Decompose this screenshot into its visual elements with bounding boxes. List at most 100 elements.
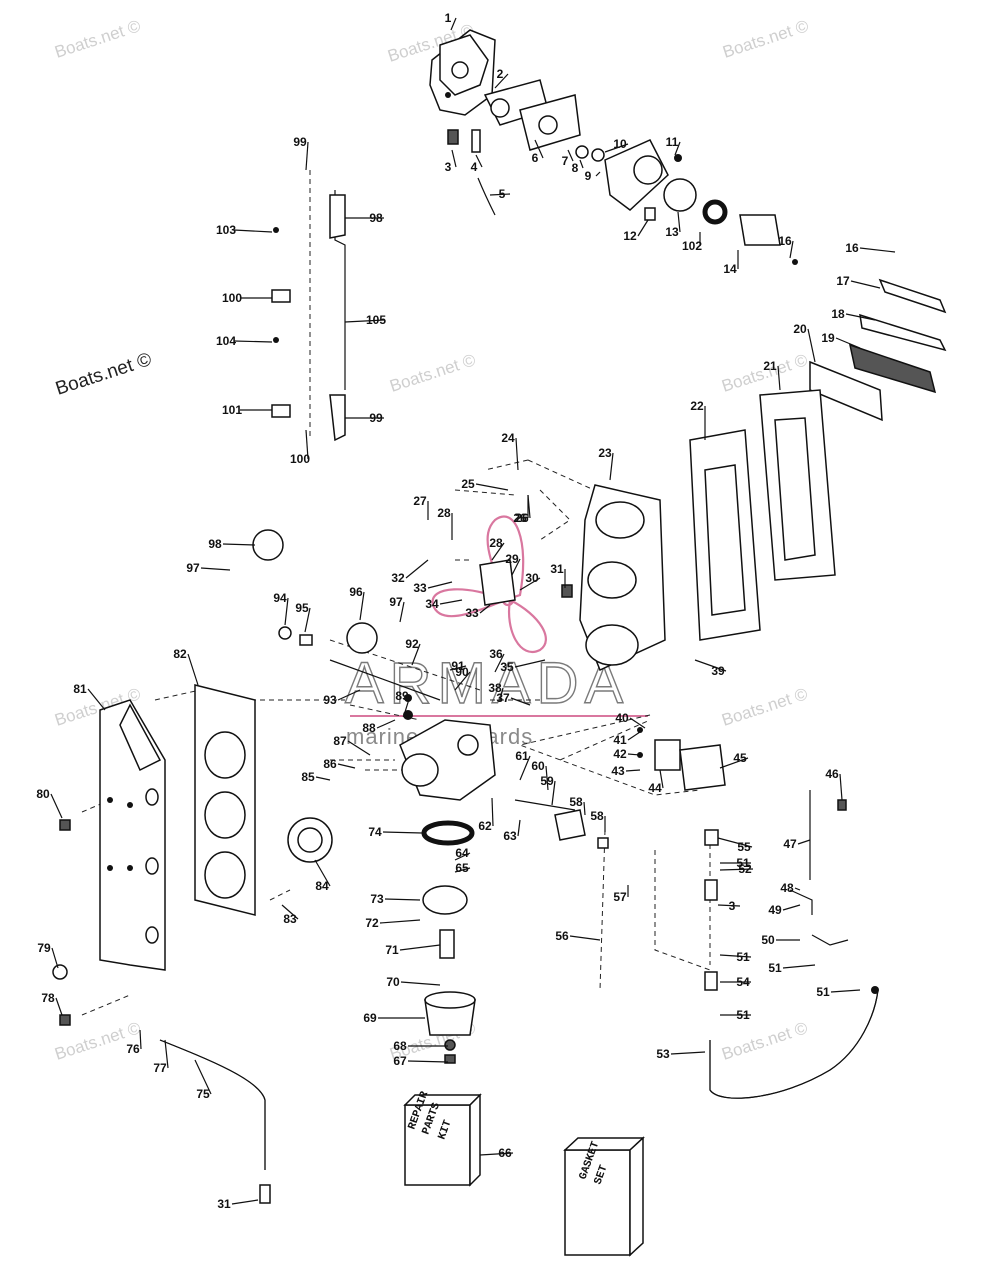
leader-line [494,73,509,89]
leader-line [305,141,309,171]
leader-line [717,837,753,848]
callout-label: 100 [222,291,242,305]
leader-line [797,839,811,845]
callout-label: 85 [301,770,315,784]
leader-line [304,607,311,633]
callout-label: 71 [385,943,399,957]
callout-label: 77 [153,1061,167,1075]
callout-label: 90 [455,665,469,679]
callout-label: 53 [656,1047,670,1061]
callout-label: 19 [821,331,835,345]
leader-line [315,776,331,781]
callout-label: 95 [295,601,309,615]
callout-label: 30 [525,571,539,585]
callout-label: 26 [515,511,529,525]
callout-label: 103 [216,223,236,237]
callout-label: 86 [323,757,337,771]
callout-label: 57 [613,890,627,904]
leader-line [517,819,521,837]
leader-line [670,1051,706,1055]
callout-label: 25 [461,477,475,491]
callout-label: 91 [451,659,465,673]
leader-line [491,542,505,561]
callout-label: 48 [780,881,794,895]
callout-label: 27 [413,494,427,508]
callout-label: 50 [761,933,775,947]
leader-line [305,429,309,460]
callout-label: 16 [778,234,792,248]
callout-label: 82 [173,647,187,661]
leader-line [494,653,505,673]
callout-label: 34 [425,597,439,611]
leader-line [514,659,546,668]
callout-label: 83 [283,912,297,926]
callout-label: 38 [488,681,502,695]
leader-line [534,139,544,159]
callout-label: 17 [836,274,850,288]
leader-line [475,483,509,491]
callout-label: 67 [393,1054,407,1068]
callout-label: 3 [445,160,452,174]
leader-line [677,211,681,233]
leader-line [411,643,421,666]
callout-label: 94 [273,591,287,605]
leader-line [694,659,727,672]
leader-line [427,581,453,589]
callout-label: 11 [666,135,679,149]
callout-label: 4 [471,160,478,174]
callout-label: 105 [366,313,386,327]
leader-line [405,559,429,579]
callout-label: 51 [816,985,830,999]
leader-line [845,313,876,321]
leader-line [399,601,405,623]
gasket-72 [421,820,475,846]
leader-line [344,319,385,323]
leader-line [519,755,531,781]
leader-line [519,577,541,591]
leader-line [719,868,754,871]
cover-93 [346,622,378,654]
callout-label: 63 [503,829,517,843]
leader-line [510,697,531,706]
leader-line [376,719,396,729]
linkage-group [252,190,346,561]
callout-label: 55 [737,840,751,854]
callout-label: 79 [37,941,51,955]
callout-label: 98 [369,211,383,225]
callout-label: 58 [569,795,583,809]
callout-label: 56 [555,929,569,943]
watermark-text: Boats.net © [719,684,810,730]
callout-label: 37 [496,691,510,705]
callout-label: 51 [736,856,750,870]
callout-label: 99 [369,411,383,425]
leader-line [233,340,273,343]
gasket-20 [809,360,883,422]
leader-line [579,159,584,169]
callout-label: 23 [598,446,612,460]
leader-line [281,904,299,920]
reed-valve-group [689,278,947,641]
leader-line [450,17,457,31]
callout-label: 97 [186,561,200,575]
leader-line [551,780,556,806]
callout-label: 92 [405,637,419,651]
leader-line [187,653,199,686]
leader-line [449,665,467,671]
leader-line [609,452,614,481]
leader-line [451,149,457,168]
leader-line [830,989,861,993]
callout-label: 98 [208,537,222,551]
leader-line [382,831,423,834]
callout-label: 45 [733,751,747,765]
leader-line [55,997,63,1016]
leader-line [400,981,441,986]
watermark-text: Boats.net © [52,16,143,62]
leader-line [404,695,411,713]
callout-label: 14 [723,262,737,276]
callout-label: 46 [825,767,839,781]
callout-label: 47 [783,837,797,851]
callout-label: 20 [793,322,807,336]
callout-label: 44 [648,781,662,795]
float-71 [422,885,468,915]
